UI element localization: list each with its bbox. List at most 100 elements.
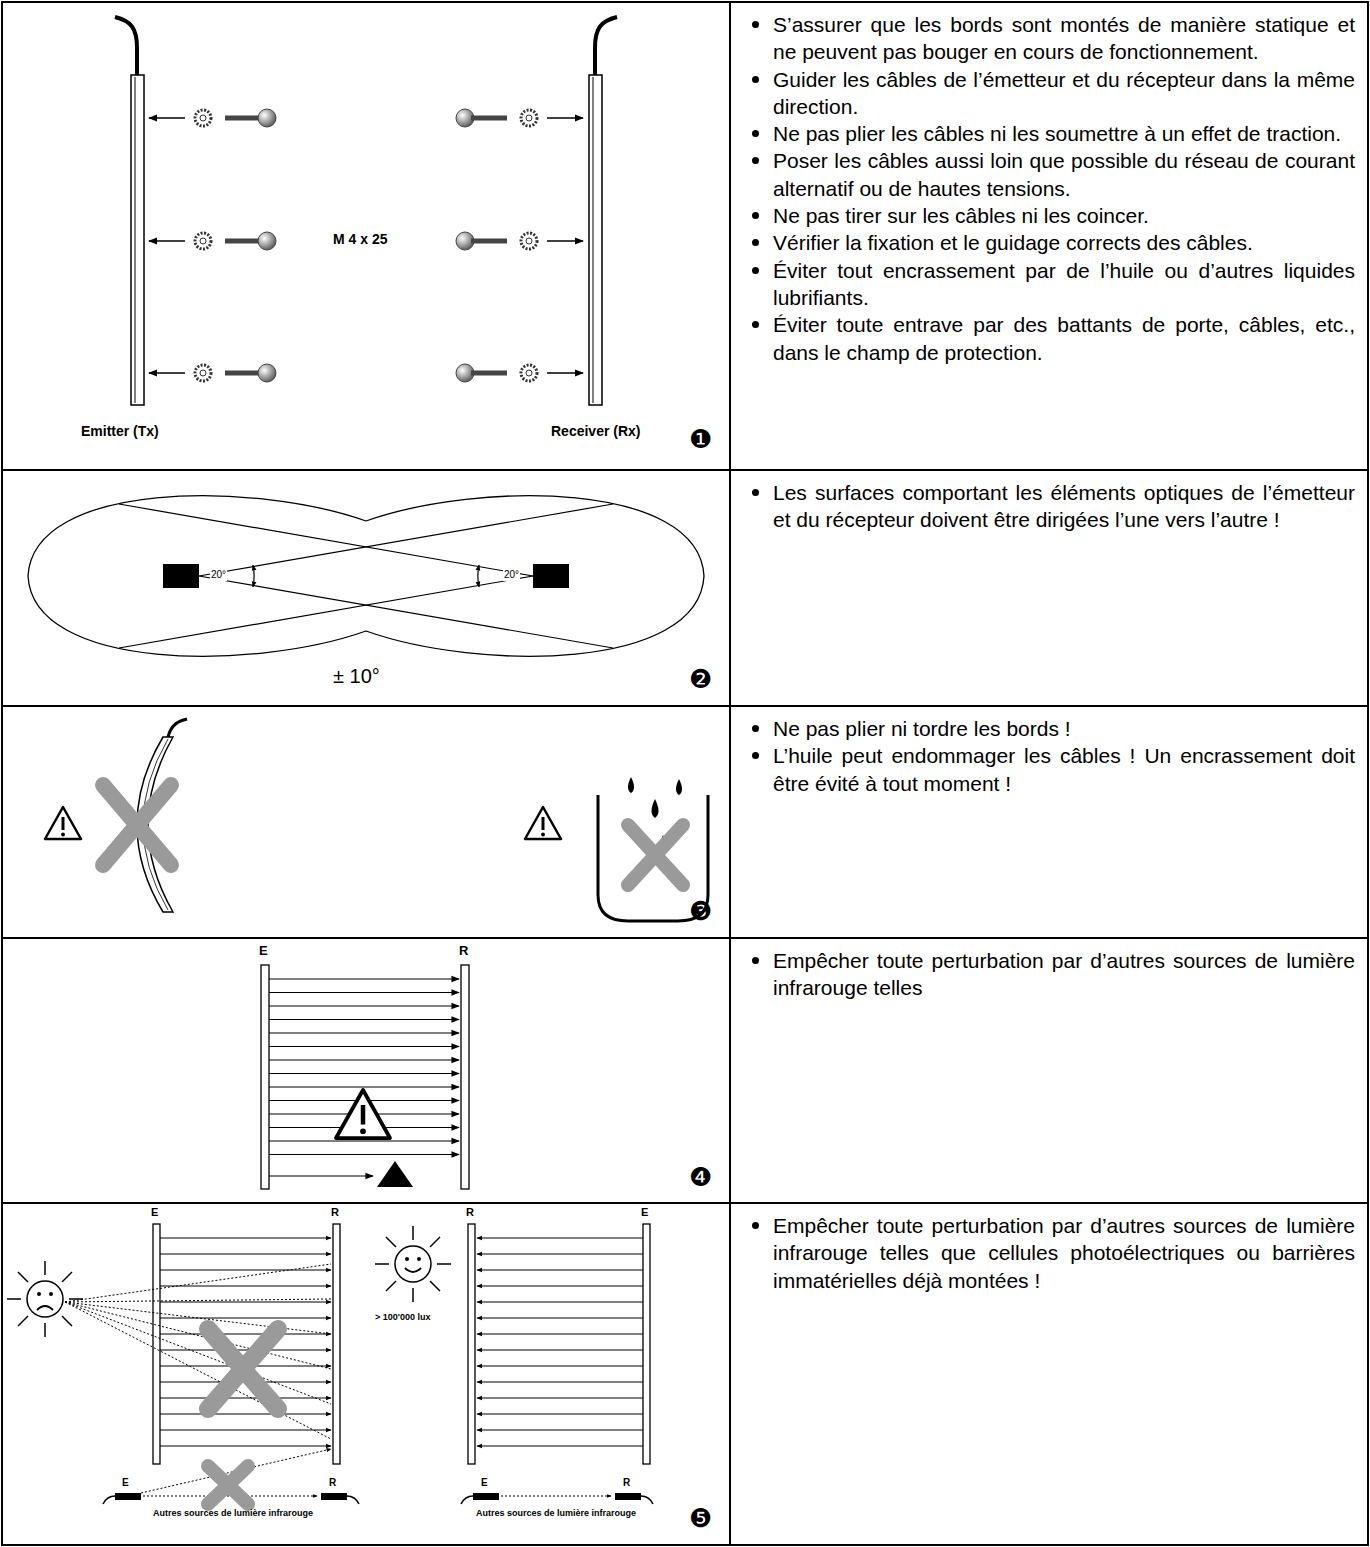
svg-line [269, 1175, 373, 1176]
svg-rect [589, 75, 602, 405]
instruction-bullet: Poser les câbles aussi loin que possible… [743, 147, 1355, 202]
warning-figure [3, 707, 729, 937]
svg-g [135, 77, 593, 403]
angle-label: 20° [503, 569, 520, 581]
screw-size: M 4 x 25 [333, 231, 387, 247]
source-label: E [122, 1477, 129, 1489]
svg-line [477, 1349, 643, 1350]
svg-path [347, 1496, 359, 1504]
svg-path [405, 1268, 421, 1272]
svg-circle [195, 365, 211, 381]
svg-path [641, 1496, 653, 1504]
svg-line [160, 1301, 331, 1302]
instruction-bullet: Ne pas plier ni tordre les bords ! [743, 715, 1355, 742]
svg-g [131, 75, 602, 405]
svg-line [65, 1299, 331, 1302]
svg-circle [200, 115, 206, 121]
instruction-bullet: Vérifier la fixation et le guidage corre… [743, 229, 1355, 256]
text-cell: Empêcher toute perturbation par d’autres… [731, 939, 1367, 1202]
instruction-bullet: L’huile peut endommager les câbles ! Un … [743, 742, 1355, 797]
svg-line [477, 1253, 643, 1254]
svg-line [225, 371, 261, 376]
instruction-bullet: Ne pas tirer sur les câbles ni les coinc… [743, 202, 1355, 229]
svg-g [208, 1329, 278, 1409]
svg-line [103, 785, 171, 865]
bar-label: R [459, 944, 468, 959]
svg-g [115, 17, 617, 75]
svg-line [135, 77, 136, 403]
svg-line [547, 240, 583, 241]
callout-number: ❷ [689, 665, 712, 695]
figure-cell: ERRE> 100'000 luxERAutres sources de lum… [3, 1204, 731, 1544]
instruction-bullet: Empêcher toute perturbation par d’autres… [743, 1212, 1355, 1294]
instruction-bullet: S’assurer que les bords sont montés de m… [743, 11, 1355, 66]
svg-rect [261, 965, 269, 1189]
svg-line [477, 1237, 643, 1238]
bar-label: E [641, 1206, 648, 1219]
svg-line [477, 1301, 643, 1302]
bar-label: E [151, 1206, 158, 1219]
svg-line [471, 371, 507, 376]
svg-line [628, 825, 683, 885]
instruction-bullet: Les surfaces comportant les éléments opt… [743, 479, 1355, 534]
figure-cell: M 4 x 25Emitter (Tx)Receiver (Rx)❶ [3, 3, 731, 469]
svg-circle [526, 370, 532, 376]
instruction-bullet: Guider les câbles de l’émetteur et du ré… [743, 66, 1355, 121]
svg-line [225, 116, 261, 121]
svg-line [269, 1073, 459, 1074]
svg-line [501, 1496, 611, 1497]
svg-line [149, 117, 185, 118]
part-label: Emitter (Tx) [81, 423, 159, 439]
svg-path [652, 799, 659, 818]
svg-use [375, 1226, 451, 1302]
source-caption: Autres sources de lumière infrarouge [148, 1508, 318, 1518]
svg-use [45, 807, 81, 839]
callout-number: ❶ [689, 425, 712, 455]
svg-polygon [377, 1161, 413, 1187]
svg-rect [461, 965, 469, 1189]
svg-rect [615, 1493, 641, 1500]
svg-line [208, 1329, 278, 1409]
svg-line [477, 1365, 643, 1366]
svg-g [103, 1496, 653, 1504]
svg-path [478, 565, 479, 587]
svg-rect [131, 75, 144, 405]
svg-line [65, 1302, 331, 1404]
svg-circle [200, 238, 206, 244]
svg-path [676, 779, 682, 795]
svg-use [336, 1090, 390, 1138]
svg-rect [163, 564, 199, 588]
svg-line [269, 1154, 459, 1155]
svg-line [208, 1329, 278, 1409]
svg-circle [521, 110, 537, 126]
svg-circle [526, 115, 532, 121]
instruction-bullet: Éviter tout encrassement par de l’huile … [743, 257, 1355, 312]
bar-label: R [466, 1206, 474, 1219]
svg-path [595, 17, 617, 75]
bar-label: R [331, 1206, 339, 1219]
svg-circle [521, 233, 537, 249]
svg-line [269, 1032, 459, 1033]
svg-rect [321, 1493, 347, 1500]
source-label: R [329, 1477, 336, 1489]
text-cell: Ne pas plier ni tordre les bords !L’huil… [731, 707, 1367, 937]
svg-line [471, 239, 507, 244]
table-row: ER❹ Empêcher toute perturbation par d’au… [3, 937, 1367, 1202]
svg-line [628, 825, 683, 885]
svg-line [477, 1445, 643, 1446]
svg-line [160, 1349, 331, 1350]
bar-label: E [259, 944, 268, 959]
figure-cell: 20°20°± 10°❷ [3, 471, 731, 705]
svg-g [103, 785, 171, 865]
source-label: R [623, 1477, 630, 1489]
svg-line [477, 1333, 643, 1334]
instruction-bullet: Éviter toute entrave par des battants de… [743, 311, 1355, 366]
svg-path [37, 1306, 53, 1310]
angle-tolerance: ± 10° [333, 665, 380, 688]
svg-line [160, 1397, 331, 1398]
svg-line [149, 372, 185, 373]
table-row: ERRE> 100'000 luxERAutres sources de lum… [3, 1202, 1367, 1544]
svg-path [253, 565, 254, 587]
svg-line [593, 77, 594, 403]
